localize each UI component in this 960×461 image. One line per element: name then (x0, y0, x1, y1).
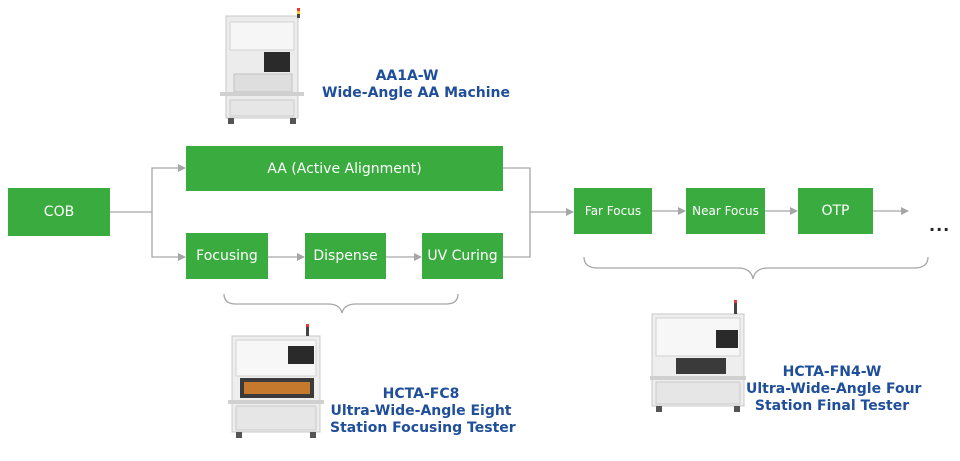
near-focus-label: Near Focus (692, 204, 759, 218)
dispense-box: Dispense (305, 233, 386, 279)
otp-label: OTP (821, 203, 850, 219)
far-focus-box: Far Focus (574, 188, 652, 234)
fc8-name-line1: Ultra-Wide-Angle Eight (330, 403, 512, 419)
aa1a-model: AA1A-W (375, 68, 439, 84)
aa1a-name: Wide-Angle AA Machine (322, 85, 511, 101)
lower-brace (223, 293, 459, 314)
uv-curing-label: UV Curing (427, 248, 498, 264)
fc8-machine-image (228, 324, 324, 438)
otp-box: OTP (798, 188, 873, 234)
fc8-name-line2: Station Focusing Tester (330, 420, 516, 436)
far-focus-label: Far Focus (584, 204, 642, 218)
focusing-box: Focusing (186, 233, 268, 279)
aa1a-label: AA1A-W Wide-Angle AA Machine (322, 68, 511, 102)
fn4-model: HCTA-FN4-W (782, 364, 882, 380)
fn4-machine-image (650, 300, 746, 412)
aa-box: AA (Active Alignment) (186, 146, 503, 191)
cob-label: COB (43, 204, 75, 220)
aa1a-machine-image (220, 8, 304, 124)
split-lower-connector (151, 212, 186, 261)
focusing-label: Focusing (196, 248, 258, 264)
aa-merge-connector (503, 167, 531, 212)
fn4-name-line2: Station Final Tester (754, 398, 910, 414)
split-upper-connector (151, 164, 186, 212)
fn4-label: HCTA-FN4-W Ultra-Wide-Angle Four Station… (746, 364, 922, 415)
fc8-label: HCTA-FC8 Ultra-Wide-Angle Eight Station … (330, 386, 516, 437)
uv-curing-box: UV Curing (422, 233, 503, 279)
uv-merge-connector (503, 212, 531, 258)
cob-box: COB (8, 188, 110, 236)
dispense-label: Dispense (313, 248, 378, 264)
fc8-model: HCTA-FC8 (382, 386, 460, 402)
continuation-ellipsis: ... (929, 216, 951, 235)
fn4-name-line1: Ultra-Wide-Angle Four (746, 381, 922, 397)
aa-label: AA (Active Alignment) (267, 160, 422, 177)
right-brace (583, 256, 929, 280)
near-focus-box: Near Focus (686, 188, 765, 234)
